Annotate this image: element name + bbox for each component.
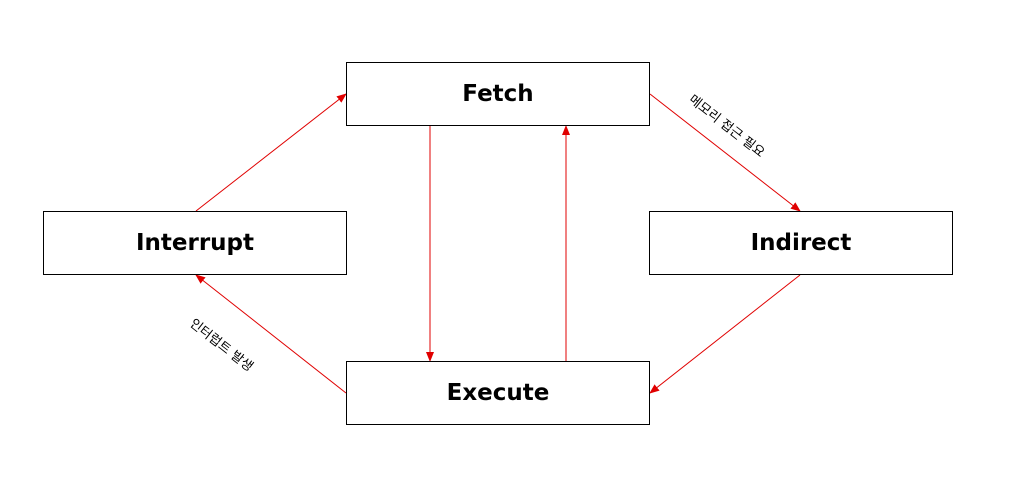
execute-node: Execute <box>346 361 650 425</box>
label-memory-access: 메모리 접근 필요 <box>686 92 768 160</box>
execute-label: Execute <box>446 380 550 406</box>
arrow-interrupt-to-fetch <box>195 93 347 212</box>
arrow-fetch-to-indirect <box>649 93 801 212</box>
interrupt-label: Interrupt <box>135 230 255 256</box>
fetch-node: Fetch <box>346 62 650 126</box>
arrow-execute-to-interrupt <box>195 274 347 394</box>
indirect-node: Indirect <box>649 211 953 275</box>
arrow-indirect-to-execute <box>649 274 801 394</box>
label-interrupt-occurs: 인터럽트 발생 <box>187 316 256 375</box>
interrupt-node: Interrupt <box>43 211 347 275</box>
fetch-label: Fetch <box>462 81 534 107</box>
indirect-label: Indirect <box>750 230 852 256</box>
